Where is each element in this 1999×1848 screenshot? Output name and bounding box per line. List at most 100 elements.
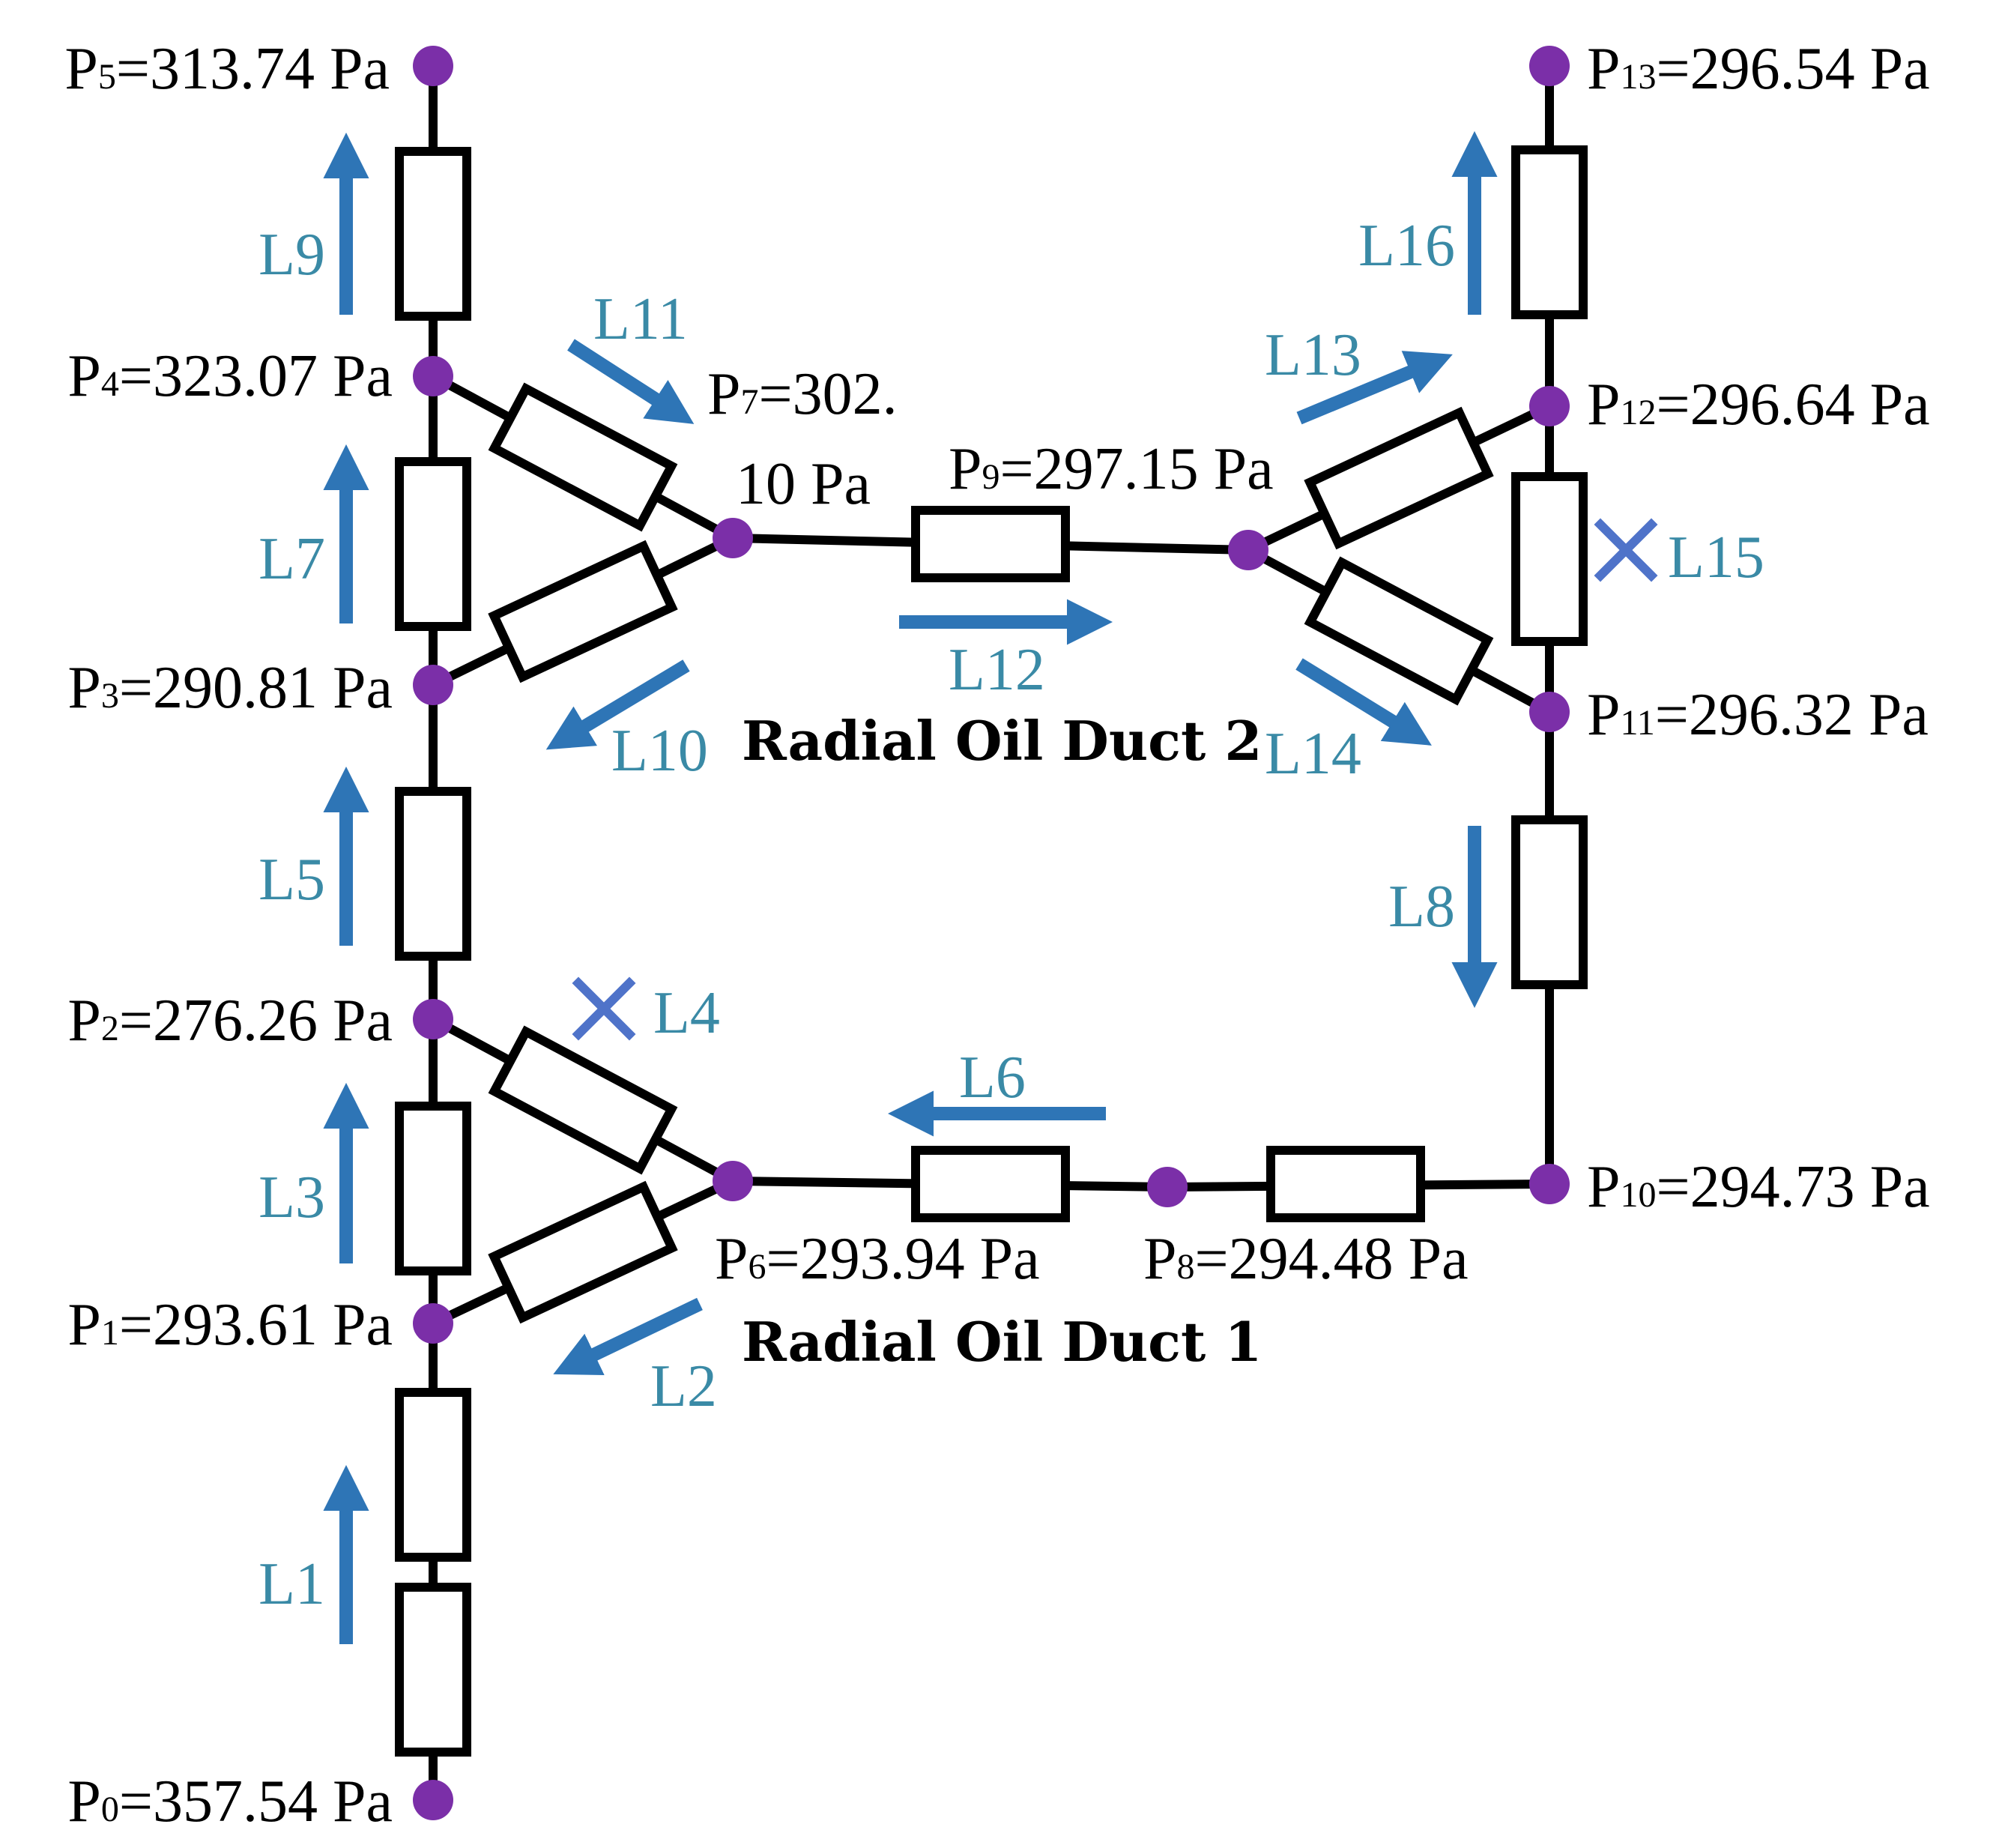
resistor-l16 bbox=[1511, 145, 1588, 319]
pressure-value: =276.26 Pa bbox=[119, 988, 393, 1054]
pressure-value: =294.48 Pa bbox=[1195, 1226, 1469, 1292]
pressure-symbol: P bbox=[1587, 372, 1621, 438]
flow-label-l11: L11 bbox=[593, 286, 688, 352]
pressure-subscript: 5 bbox=[98, 57, 116, 97]
resistor-l11 bbox=[488, 382, 678, 532]
flow-label-l13: L13 bbox=[1265, 322, 1361, 388]
resistor-l12 bbox=[911, 506, 1070, 582]
node-p11 bbox=[1529, 692, 1570, 732]
resistor-l14 bbox=[1304, 556, 1494, 706]
flow-arrow-l10 bbox=[545, 659, 690, 750]
node-p3 bbox=[413, 665, 453, 705]
pressure-subscript: 1 bbox=[101, 1313, 119, 1353]
pressure-subscript: 2 bbox=[101, 1009, 119, 1048]
nodes-layer bbox=[413, 46, 1570, 1820]
resistors-layer bbox=[395, 145, 1588, 1757]
pressure-label-p0: P0=357.54 Pa bbox=[67, 1769, 393, 1835]
pressure-label-p1: P1=293.61 Pa bbox=[67, 1292, 393, 1358]
flow-label-l12: L12 bbox=[949, 637, 1045, 703]
pressure-subscript: 13 bbox=[1621, 57, 1657, 97]
resistor-l6 bbox=[911, 1146, 1070, 1222]
pressure-label-p7-line2: 10 Pa bbox=[736, 451, 871, 517]
pressure-label-p2: P2=276.26 Pa bbox=[67, 988, 393, 1054]
pressure-subscript: 11 bbox=[1621, 703, 1655, 743]
flow-arrow-l13 bbox=[1296, 351, 1453, 425]
node-p7 bbox=[713, 518, 753, 558]
pressure-symbol: P bbox=[949, 436, 982, 502]
resistor-l9 bbox=[395, 147, 471, 321]
resistor-l1-lower bbox=[395, 1583, 471, 1757]
node-p5 bbox=[413, 46, 453, 86]
pressure-value: =290.81 Pa bbox=[119, 655, 393, 721]
flow-label-l7: L7 bbox=[258, 526, 325, 592]
pressure-label-p10: P10=294.73 Pa bbox=[1587, 1154, 1930, 1220]
flow-label-l1: L1 bbox=[258, 1551, 325, 1617]
resistor-l4 bbox=[488, 1025, 678, 1175]
pressure-label-p6: P6=293.94 Pa bbox=[715, 1226, 1040, 1292]
node-p9 bbox=[1228, 530, 1268, 570]
pressure-value: =296.32 Pa bbox=[1655, 682, 1929, 748]
pressure-symbol: P bbox=[1587, 36, 1621, 102]
pressure-label-p3: P3=290.81 Pa bbox=[67, 655, 393, 721]
pressure-symbol: P bbox=[64, 36, 98, 102]
pressure-value: =313.74 Pa bbox=[116, 36, 390, 102]
resistor-l5 bbox=[395, 787, 471, 961]
pressure-value: =296.54 Pa bbox=[1657, 36, 1930, 102]
node-p2 bbox=[413, 999, 453, 1039]
pressure-symbol: P bbox=[67, 988, 101, 1054]
flow-arrow-l14 bbox=[1295, 658, 1432, 746]
pressure-symbol: P bbox=[1587, 682, 1621, 748]
pressure-symbol: P bbox=[1587, 1154, 1621, 1220]
pressure-label-p7: P7=302. bbox=[707, 361, 898, 427]
pressure-value: =297.15 Pa bbox=[1000, 436, 1274, 502]
pressure-symbol: P bbox=[67, 1769, 101, 1835]
pressure-symbol: P bbox=[67, 1292, 101, 1358]
flow-label-l2: L2 bbox=[650, 1353, 717, 1419]
resistor-l1-upper bbox=[395, 1388, 471, 1562]
flow-arrow-l11 bbox=[567, 339, 695, 424]
pressure-subscript: 0 bbox=[101, 1790, 119, 1829]
resistor-l13 bbox=[1304, 406, 1494, 550]
node-p4 bbox=[413, 356, 453, 396]
pressure-subscript: 3 bbox=[101, 676, 119, 716]
node-p10 bbox=[1529, 1164, 1570, 1204]
node-p8 bbox=[1147, 1167, 1188, 1207]
pressure-label-p12: P12=296.64 Pa bbox=[1587, 372, 1930, 438]
node-p1 bbox=[413, 1303, 453, 1344]
resistor-l15 bbox=[1511, 472, 1588, 646]
pressure-symbol: P bbox=[67, 343, 101, 409]
pressure-symbol: P bbox=[715, 1226, 749, 1292]
flow-label-l3: L3 bbox=[258, 1165, 325, 1231]
pressure-label-p5: P5=313.74 Pa bbox=[64, 36, 390, 102]
pressure-label-p9: P9=297.15 Pa bbox=[949, 436, 1274, 502]
pressure-value: =294.73 Pa bbox=[1657, 1154, 1930, 1220]
flow-label-l4: L4 bbox=[653, 980, 720, 1046]
resistor-l6b bbox=[1266, 1146, 1425, 1222]
pressure-value: =302. bbox=[759, 361, 898, 427]
flow-label-l6: L6 bbox=[959, 1045, 1026, 1111]
flow-label-l14: L14 bbox=[1265, 721, 1361, 787]
blocked-marker-l4 bbox=[572, 976, 636, 1041]
node-p0 bbox=[413, 1780, 453, 1820]
pressure-value: =293.94 Pa bbox=[766, 1226, 1040, 1292]
resistor-l3 bbox=[395, 1102, 471, 1275]
blocked-marker-l15 bbox=[1594, 518, 1658, 582]
pressure-subscript: 6 bbox=[749, 1247, 766, 1287]
node-p13 bbox=[1529, 46, 1570, 86]
duct-1-title: Radial Oil Duct 1 bbox=[742, 1310, 1262, 1374]
resistor-l2 bbox=[488, 1180, 678, 1324]
pressure-subscript: 9 bbox=[982, 457, 1000, 497]
pressure-label-p13: P13=296.54 Pa bbox=[1587, 36, 1930, 102]
pressure-value: =357.54 Pa bbox=[119, 1769, 393, 1835]
pressure-label-p4: P4=323.07 Pa bbox=[67, 343, 393, 409]
flow-label-l5: L5 bbox=[258, 847, 325, 913]
flow-label-l10: L10 bbox=[611, 718, 708, 784]
pressure-subscript: 10 bbox=[1621, 1175, 1657, 1215]
resistor-l10 bbox=[488, 540, 678, 683]
resistor-l8 bbox=[1511, 815, 1588, 989]
duct-2-title: Radial Oil Duct 2 bbox=[742, 709, 1262, 773]
pressure-symbol: P bbox=[67, 655, 101, 721]
flow-label-l15: L15 bbox=[1668, 525, 1764, 591]
